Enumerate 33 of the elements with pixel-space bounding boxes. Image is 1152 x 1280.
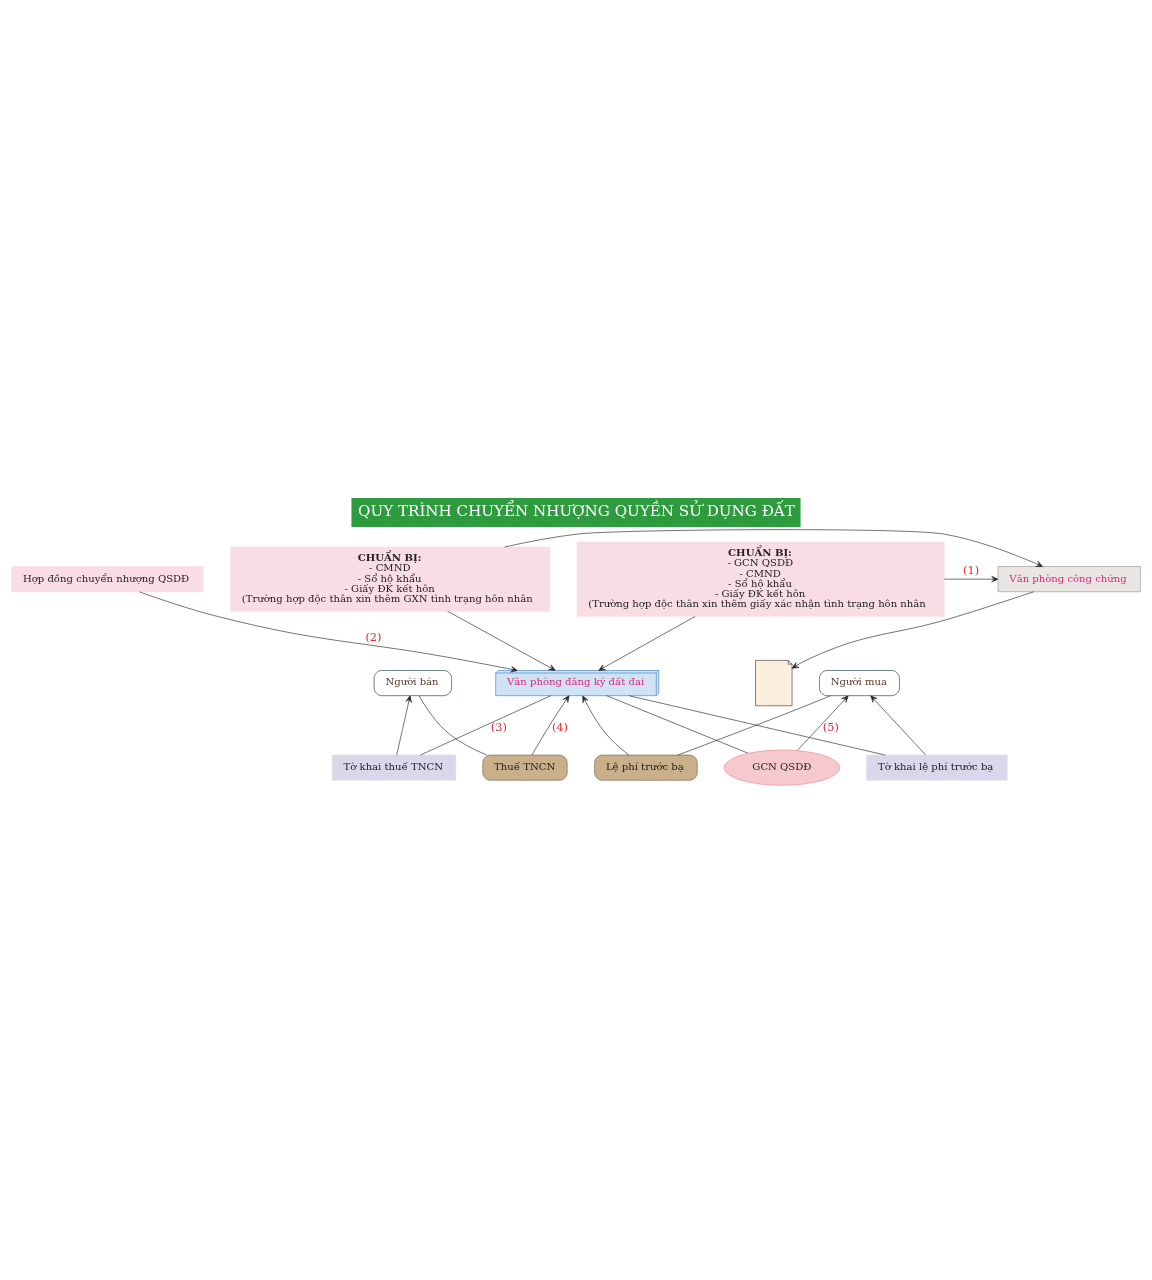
connector bbox=[628, 694, 886, 755]
arrow bbox=[944, 575, 999, 582]
arrow bbox=[447, 610, 556, 671]
node-ellipse: GCN QSDĐ bbox=[723, 749, 841, 786]
connector bbox=[420, 694, 552, 755]
arrow bbox=[139, 591, 518, 672]
diagram-title: QUY TRÌNH CHUYỂN NHƯỢNG QUYỀN SỬ DỤNG ĐẤT bbox=[358, 501, 795, 520]
edge-label: (5) bbox=[822, 719, 839, 734]
arrow bbox=[504, 528, 1043, 567]
node-box: Người bán bbox=[373, 669, 452, 696]
node-box: CHUẨN BỊ: - GCN QSDĐ - CMND - Sổ hộ khẩu - Giấy ĐK kết hôn (Trường hợp độc thân xin thêm giấy xác nhận tình trạng hôn nhân bbox=[576, 541, 945, 617]
node-box: Thuế TNCN bbox=[482, 754, 568, 781]
arrow bbox=[396, 695, 412, 755]
node-box: Lệ phí trước bạ bbox=[594, 754, 698, 781]
arrow bbox=[791, 590, 1034, 669]
edge-label: (3) bbox=[490, 719, 507, 734]
node-box: CHUẨN BỊ: - CMND - Sổ hộ khẩu - Giấy ĐK kết hôn (Trường hợp độc thân xin thêm GXN tình trạng hôn nhân bbox=[230, 546, 551, 612]
connector bbox=[677, 694, 831, 755]
arrow bbox=[797, 695, 849, 751]
arrow bbox=[870, 695, 926, 755]
node-box: Văn phòng công chứng bbox=[997, 565, 1141, 592]
node-box: Tờ khai lệ phí trước bạ bbox=[866, 754, 1008, 781]
node-box: Hợp đồng chuyển nhượng QSDĐ bbox=[11, 565, 204, 592]
edge-label: (2) bbox=[365, 629, 382, 644]
arrow bbox=[582, 695, 629, 755]
connector bbox=[606, 694, 749, 753]
edge-label: (4) bbox=[551, 719, 568, 734]
arrow bbox=[598, 615, 696, 671]
connector bbox=[418, 694, 488, 755]
arrow bbox=[531, 694, 570, 755]
node-box: Tờ khai thuế TNCN bbox=[331, 754, 456, 781]
edge-label: (1) bbox=[963, 562, 980, 577]
node-box: Người mua bbox=[819, 669, 900, 696]
